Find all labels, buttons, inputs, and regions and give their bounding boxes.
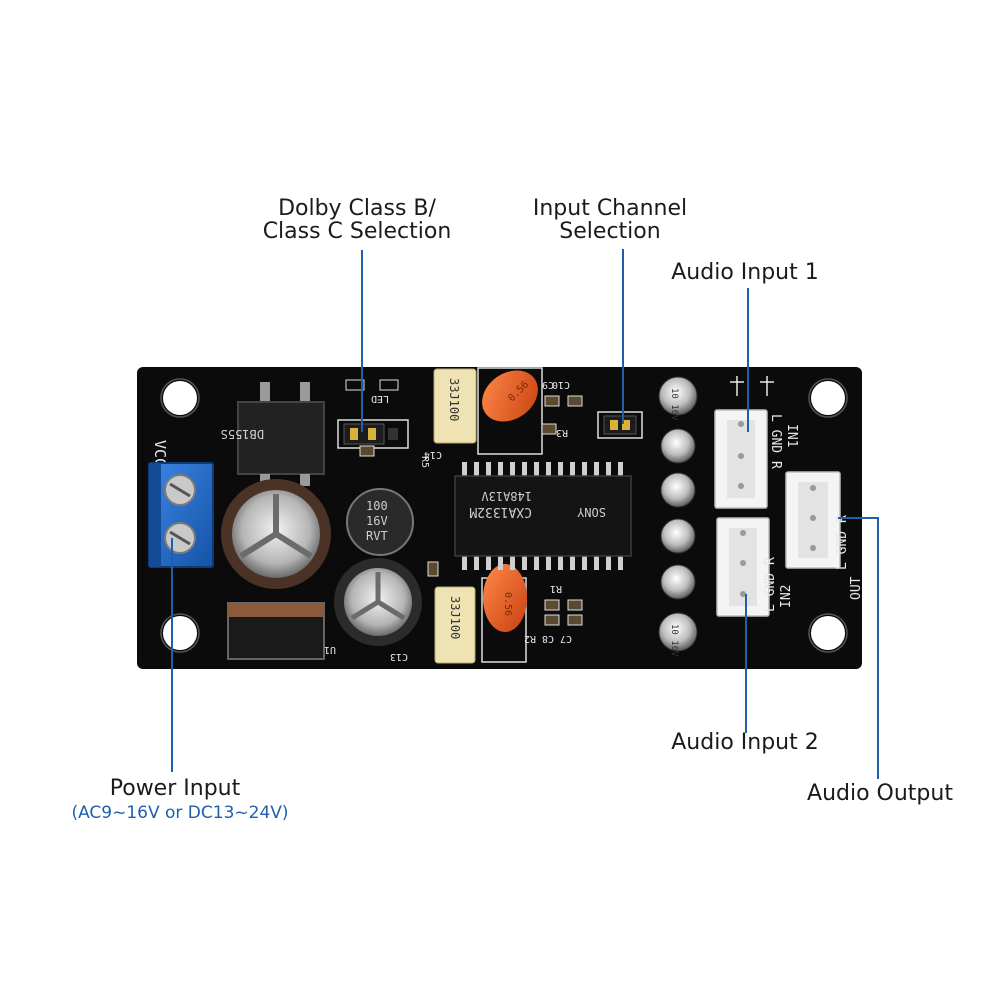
r3-label: R3 [556, 427, 568, 438]
in2-label: IN2 [779, 585, 794, 608]
bridge-code: DB155S [221, 427, 264, 441]
mount-hole-br [811, 616, 845, 650]
mount-hole-bl [163, 616, 197, 650]
film-cap-bottom-text: 33J100 [448, 596, 462, 639]
small-cap-text-bottom: 10 16V [669, 624, 679, 657]
ground-symbols [730, 376, 774, 396]
u1-label: U1 [324, 644, 336, 655]
chip-code: 148A13V [481, 489, 532, 503]
capacitor-silver [334, 558, 422, 646]
tantalum-capacitor-bottom: 0.56 [481, 564, 527, 663]
c13-label: C13 [390, 651, 408, 662]
callout-input-channel-line2: Selection [559, 219, 661, 244]
callout-dolby-line2: Class C Selection [262, 219, 452, 244]
in1-lgndr: L GND R [768, 414, 783, 469]
cap-16v-line3: RVT [366, 529, 388, 543]
chip-brand: SONY [576, 505, 606, 519]
capacitor-100-16v: 100 16V RVT [346, 488, 414, 556]
mount-hole-tr [811, 381, 845, 415]
large-capacitor [221, 479, 331, 589]
c10-label: C10 [552, 379, 570, 390]
r2-label: R2 [524, 633, 536, 644]
out-lgndr: L GND R [835, 515, 850, 570]
tantalum-capacitor-top: 0.56 [477, 367, 543, 455]
bridge-rectifier: DB155S [221, 382, 325, 486]
chip-model: CXA1332M [469, 504, 532, 519]
callout-lines [171, 249, 879, 779]
callout-input-channel-line1: Input Channel [532, 196, 688, 221]
callout-audio-input-2: Audio Input 2 [671, 730, 819, 755]
c7-label: C7 [560, 633, 572, 644]
out-label: OUT [849, 576, 864, 600]
connector-in2 [716, 517, 770, 617]
callout-audio-output: Audio Output [807, 781, 953, 806]
in1-label: IN1 [784, 424, 799, 447]
film-cap-top-text: 33J100 [447, 378, 461, 421]
callout-input-channel: Input Channel Selection [500, 197, 720, 243]
callout-dolby: Dolby Class B/ Class C Selection [232, 197, 482, 243]
small-cap-text-top: 10 16V [669, 388, 679, 421]
connector-out [785, 471, 841, 569]
film-capacitor-top: 33J100 [433, 368, 477, 444]
tantalum-bottom-text: 0.56 [502, 592, 513, 616]
leader-audio-output [838, 517, 879, 779]
cap-16v-line1: 100 [366, 499, 388, 513]
callout-dolby-line1: Dolby Class B/ [278, 196, 436, 221]
sony-ic: 148A13V CXA1332M SONY [454, 462, 632, 570]
callout-power-spec: (AC9~16V or DC13~24V) [71, 803, 289, 823]
c9-label: C9 [542, 379, 554, 390]
mount-hole-tl [163, 381, 197, 415]
input-channel-jumper [597, 411, 643, 439]
c8-label: C8 [542, 633, 554, 644]
callout-power-input: Power Input [109, 776, 241, 801]
vcc-label: VCC [151, 440, 169, 467]
callout-audio-input-1: Audio Input 1 [671, 260, 819, 285]
led-label: LED [371, 393, 389, 404]
voltage-regulator: U1 [227, 602, 336, 660]
film-capacitor-bottom: 33J100 [434, 586, 476, 664]
connector-in1 [714, 409, 768, 509]
in2-lgndr: L GND R [763, 557, 778, 612]
power-terminal [148, 462, 214, 568]
r5-label: R5 [419, 456, 430, 468]
r1-label: R1 [550, 583, 562, 594]
small-capacitors [658, 376, 698, 652]
cap-16v-line2: 16V [366, 514, 388, 528]
c14-label: C14 [424, 449, 442, 460]
